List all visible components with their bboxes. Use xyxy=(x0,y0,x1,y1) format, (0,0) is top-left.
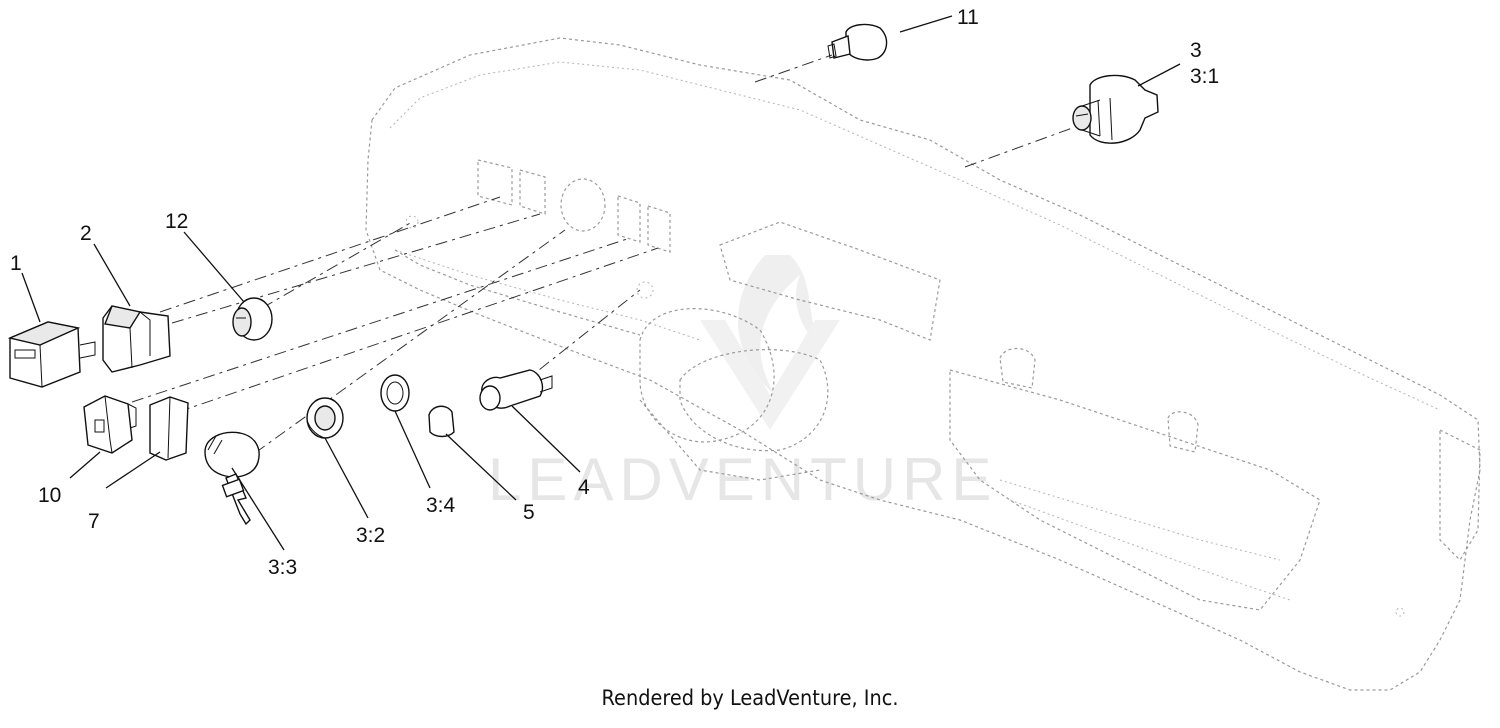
part-5-cap xyxy=(428,405,455,438)
dash-panel xyxy=(365,37,1481,691)
watermark-text: LEADVENTURE xyxy=(488,446,997,513)
callout-11: 11 xyxy=(957,6,979,29)
callout-3: 3 xyxy=(1190,39,1202,62)
watermark: LEADVENTURE xyxy=(488,255,997,513)
callout-1: 1 xyxy=(10,252,22,275)
callout-12: 12 xyxy=(165,210,188,233)
leader-lines xyxy=(21,15,1181,551)
part-3-ignition-switch xyxy=(1072,74,1159,144)
part-12-plug xyxy=(232,297,273,341)
callout-2: 2 xyxy=(80,222,92,245)
callout-7: 7 xyxy=(88,510,100,533)
callout-3-3: 3:3 xyxy=(268,556,297,579)
part-7-blank-plate xyxy=(149,396,189,461)
callout-4: 4 xyxy=(578,476,590,499)
part-3-4-washer xyxy=(380,374,410,412)
callout-5: 5 xyxy=(523,501,535,524)
part-3-2-nut xyxy=(306,397,344,439)
callout-3-4: 3:4 xyxy=(426,494,456,517)
part-3-3-key xyxy=(204,431,260,526)
callout-10: 10 xyxy=(38,484,61,507)
part-10-switch xyxy=(83,395,137,454)
callout-3-2: 3:2 xyxy=(356,524,385,547)
watermark-logo-icon xyxy=(700,255,840,430)
callouts: 1 2 12 11 3 3:1 10 7 3:3 3:2 3:4 5 4 xyxy=(10,6,1219,579)
assembly-lines xyxy=(131,54,1076,454)
part-4-socket xyxy=(479,369,553,411)
part-1-hour-meter xyxy=(7,321,96,388)
part-2-rocker-switch xyxy=(102,305,171,373)
callout-3-1: 3:1 xyxy=(1190,65,1219,88)
part-11-light xyxy=(827,23,888,61)
footer-credit: Rendered by LeadVenture, Inc. xyxy=(601,686,899,710)
